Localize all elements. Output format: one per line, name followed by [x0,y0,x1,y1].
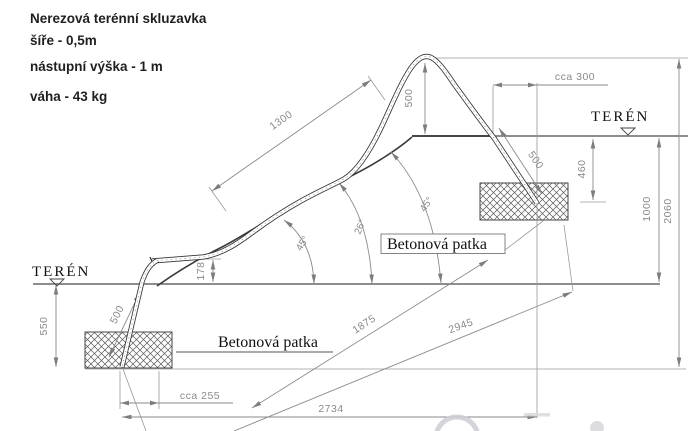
info-weight: váha - 43 kg [30,89,107,104]
label-teren-right: TERÉN [591,108,649,136]
level-marker-icon [619,127,637,136]
dim-1000-label: 1000 [641,196,653,221]
dim-1300-label: 1300 [267,108,295,132]
drawing-title: Nerezová terénní skluzavka [30,11,207,26]
angle-arc-lower [283,219,317,285]
dim-1875-label: 1875 [350,313,378,337]
cca255-arrow-right [150,400,159,406]
dim-cca255-label: cca 255 [180,390,220,402]
dim-460-label: 460 [576,159,588,178]
upper-dimensions: 1300 500 [208,63,428,212]
label-footing-lower: Betonová patka [176,334,333,353]
info-width: šíře - 0,5m [30,33,97,48]
dim-500-right-line [498,127,543,195]
right-dimensions: cca 300 500 460 1000 2060 [492,59,682,418]
dim-178-label: 178 [195,261,207,280]
dim-1300-ext-low [208,186,227,212]
label-box [380,233,506,254]
angle-middle-label: 26° [353,218,369,236]
dim-500-left-label: 500 [108,304,127,326]
label-leader [504,220,544,251]
dim-1300-ext-high [367,75,386,101]
dim-550-label: 550 [38,316,50,335]
angle-dimensions: 45° 26° 45° [283,151,443,285]
dim-2945-line [233,291,573,431]
dim-500-top-label: 500 [403,88,415,107]
cca300-arrow-right [528,82,537,88]
dim-1875-line [251,259,489,409]
teren-left-label: TERÉN [32,263,90,280]
teren-right-label: TERÉN [591,108,649,125]
label-footing-upper: Betonová patka [380,220,544,254]
level-marker-icon [48,278,66,287]
dim-2734-label: 2734 [318,403,343,415]
dim-2945-extension [563,224,574,292]
cca300-arrow-left [493,82,502,88]
cca255-arrow-left [120,400,129,406]
info-block: Nerezová terénní skluzavka šíře - 0,5m n… [30,11,207,104]
watermark [434,413,604,431]
dim-cca300-label: cca 300 [555,71,595,83]
angle-lower-label: 45° [294,234,311,253]
footing-lower-label: Betonová patka [218,334,318,351]
bottom-dimensions: cca 255 2734 [119,371,537,420]
footing-upper-label: Betonová patka [387,236,487,253]
concrete-footing-right [479,182,569,221]
label-teren-left: TERÉN [32,263,90,287]
info-height: nástupní výška - 1 m [30,59,163,74]
anchor-extension-line [122,368,147,431]
dim-500-right-label: 500 [525,149,546,171]
dim-1300-line [211,79,372,192]
angle-arc-upper [390,151,443,284]
dim-2060-label: 2060 [662,198,674,223]
